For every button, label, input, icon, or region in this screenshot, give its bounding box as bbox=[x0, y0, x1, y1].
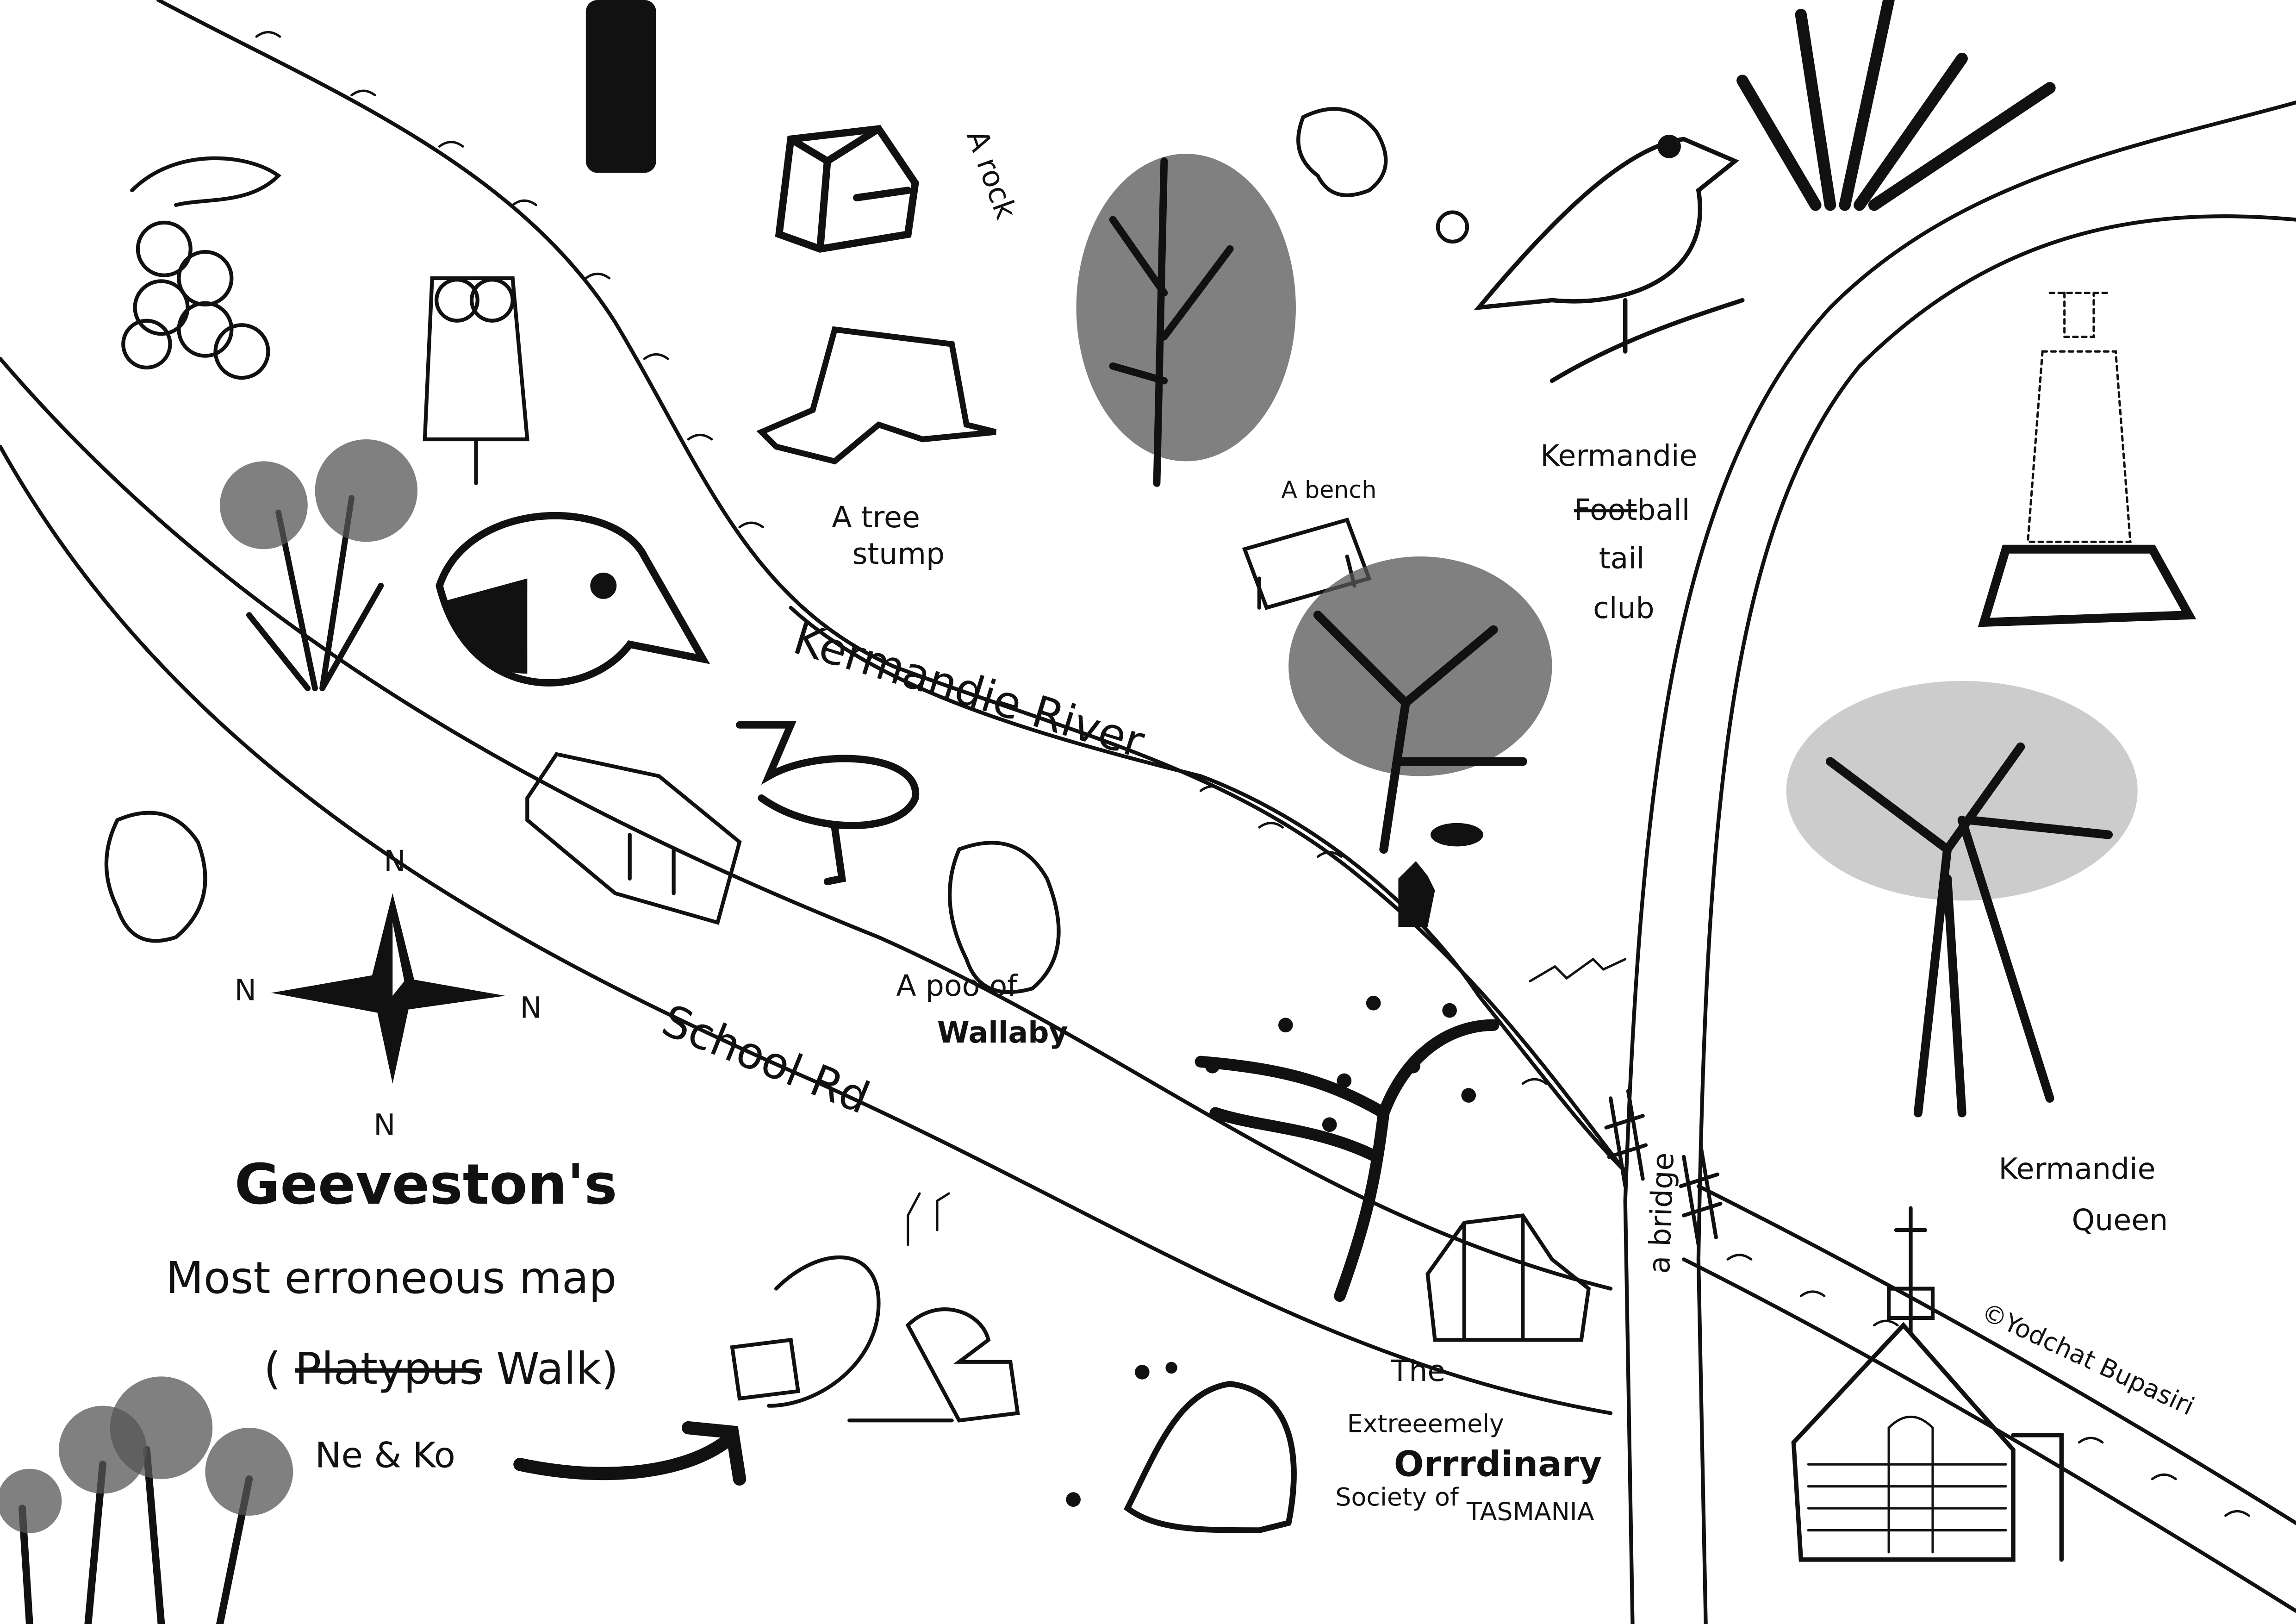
club-label-4: club bbox=[1593, 591, 1655, 625]
school-road bbox=[0, 356, 1613, 1415]
victorian-house-icon bbox=[1425, 1213, 1591, 1342]
society-word-tasmania: TASMANIA bbox=[1466, 1497, 1594, 1526]
bench-label: A bench bbox=[1281, 476, 1376, 503]
rock-label: A rock bbox=[960, 125, 1023, 224]
reading-platypus-icon bbox=[730, 1192, 1020, 1423]
club-label-1: Kermandie bbox=[1540, 438, 1697, 473]
queen-label-1: Kermandie bbox=[1998, 1151, 2155, 1186]
struck-platypus: Platypus bbox=[295, 1343, 482, 1394]
fish-bird-icon bbox=[436, 512, 710, 687]
society-word-society: Society bbox=[1335, 1482, 1427, 1512]
club-label-2: Football bbox=[1574, 493, 1690, 527]
society-label-4: Society of TASMANIA bbox=[1335, 1482, 1594, 1526]
authors-label: Ne & Ko bbox=[315, 1435, 455, 1476]
poo-label-1: A poo of bbox=[896, 968, 1018, 1003]
society-label-2: Extreeemely bbox=[1347, 1409, 1504, 1438]
compass-south: N bbox=[373, 1107, 395, 1142]
queen-label-2: Queen bbox=[2072, 1203, 2168, 1237]
paren-open: ( bbox=[264, 1343, 281, 1394]
ink-tree-icon bbox=[1076, 154, 1296, 487]
society-label-3: Orrrdinary bbox=[1394, 1444, 1602, 1485]
bird-icon bbox=[1474, 135, 1745, 383]
hand-icon bbox=[1398, 861, 1435, 927]
tree-trunk-icon bbox=[585, 0, 656, 173]
bottom-plants-icon bbox=[0, 1376, 293, 1624]
tree-stump-icon bbox=[756, 326, 997, 465]
kermandie-queen-tree-icon bbox=[1786, 681, 2138, 1118]
stump-label-1: A tree bbox=[832, 500, 920, 534]
bridge-label: a bridge bbox=[1642, 1152, 1680, 1274]
poo-label-2: Wallaby bbox=[937, 1015, 1068, 1049]
agapanthus-flower-icon bbox=[220, 439, 418, 692]
club-label-ball: ball bbox=[1637, 493, 1690, 527]
compass-west: N bbox=[235, 973, 256, 1007]
kermandie-river bbox=[156, 0, 2296, 1613]
compass-rose-icon bbox=[271, 893, 505, 1084]
bridge-icon bbox=[1604, 1089, 1723, 1247]
map-subtitle: Most erroneous map bbox=[166, 1253, 616, 1304]
copyright-label: ©Yodchat Bupasiri bbox=[1977, 1297, 2199, 1421]
eye-tree-icon bbox=[1195, 995, 1500, 1302]
house-icon bbox=[525, 752, 742, 925]
moon-icon bbox=[1436, 210, 1469, 244]
compass-east: N bbox=[520, 990, 541, 1024]
doodle-bird-icon bbox=[736, 721, 920, 886]
mountain-icon bbox=[1529, 957, 1627, 982]
map-subtitle-walk: ( Platypus Walk) bbox=[264, 1343, 618, 1394]
grapes-creature-icon bbox=[121, 156, 281, 380]
arrow-icon bbox=[513, 1421, 747, 1486]
river-label: Kermandie River bbox=[788, 613, 1150, 768]
walk-word: Walk) bbox=[496, 1343, 618, 1394]
rock-icon bbox=[775, 125, 919, 253]
stump-label-2: stump bbox=[852, 537, 945, 571]
wallaby-poo-icon bbox=[104, 107, 1388, 994]
tasmania-island-icon bbox=[1066, 1362, 1297, 1533]
owl-icon bbox=[423, 276, 529, 485]
church-icon bbox=[1791, 1206, 2064, 1562]
compass-north: N bbox=[384, 844, 405, 878]
map-title: Geeveston's bbox=[235, 1152, 617, 1217]
grass-icon bbox=[1736, 0, 2056, 211]
spotted-tree-icon bbox=[1288, 556, 1552, 854]
society-label-1: The bbox=[1391, 1354, 1446, 1388]
statue-icon bbox=[1978, 292, 2196, 627]
main-road bbox=[1623, 100, 2296, 1624]
club-label-3: tail bbox=[1599, 541, 1645, 575]
road-label: School Rd bbox=[655, 995, 876, 1124]
society-word-of: of bbox=[1435, 1482, 1459, 1512]
club-label-struck: Foot bbox=[1574, 493, 1637, 527]
